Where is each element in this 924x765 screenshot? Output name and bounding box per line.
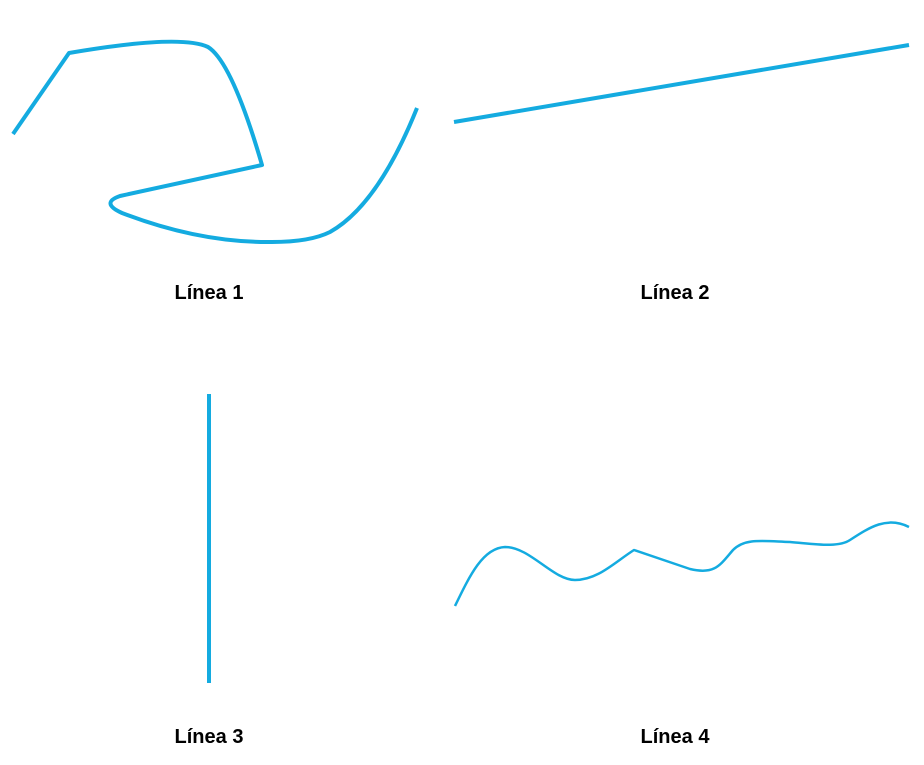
line-4-label: Línea 4 — [640, 726, 710, 748]
line-2-stroke — [453, 43, 910, 124]
line-1-stroke — [11, 39, 419, 245]
line-2-label: Línea 2 — [640, 282, 710, 304]
line-1-label: Línea 1 — [174, 282, 244, 304]
line-4-stroke — [453, 521, 910, 607]
line-3-label: Línea 3 — [174, 726, 244, 748]
